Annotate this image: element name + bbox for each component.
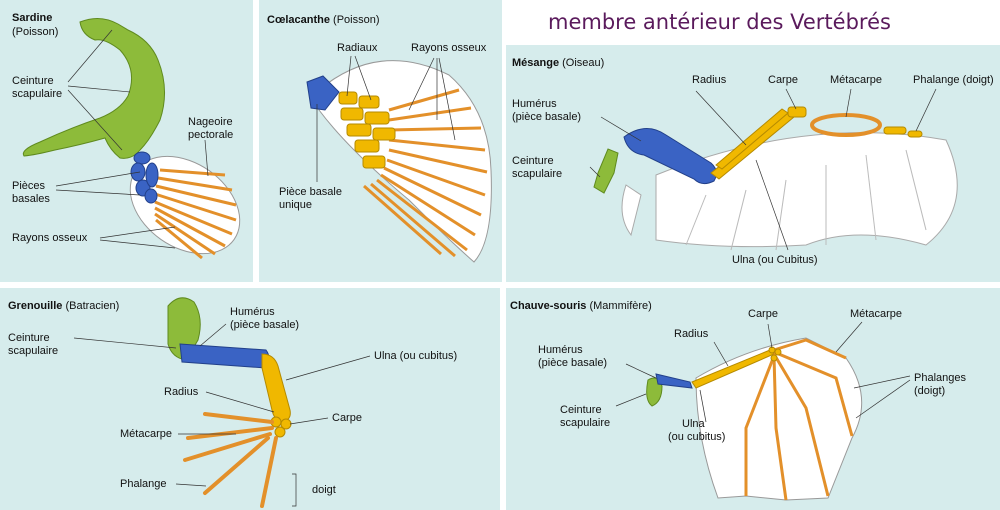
grenouille-carpe: [270, 416, 292, 438]
chauve-souris-carpe: Carpe: [748, 308, 778, 320]
chauve-souris-ulna-2: (ou cubitus): [668, 431, 726, 443]
coelacanthe-fin-membrane: [318, 60, 492, 263]
chauve-souris-humerus-2: (pièce basale): [538, 357, 608, 369]
grenouille-doigt: doigt: [312, 484, 336, 496]
sardine-rayons: Rayons osseux: [12, 232, 88, 244]
chauve-souris-humerus: [655, 373, 693, 389]
chauve-souris-ulna-1: Ulna: [682, 418, 705, 430]
chauve-souris-title: Chauve-souris (Mammifère): [510, 300, 652, 312]
mesange-girdle: [593, 148, 619, 194]
mesange-carpe: Carpe: [768, 74, 798, 86]
panel-chauve-souris: Chauve-souris (Mammifère) Carpe Métacarp…: [506, 288, 1000, 510]
mesange-humerus-1: Humérus: [512, 98, 557, 110]
mesange-ceinture-1: Ceinture: [512, 155, 554, 167]
coelacanthe-radials: [338, 91, 396, 169]
mesange-humerus-2: (pièce basale): [512, 111, 582, 123]
sardine-ceinture-1: Ceinture: [12, 75, 54, 87]
mesange-phalange: Phalange (doigt): [913, 74, 994, 86]
sardine-rays: [154, 168, 237, 260]
mesange-title: Mésange (Oiseau): [512, 57, 605, 69]
coelacanthe-radiaux: Radiaux: [337, 42, 378, 54]
sardine-pieces-2: basales: [12, 193, 50, 205]
panel-grenouille: Grenouille (Batracien) Humérus (pièce ba…: [0, 288, 500, 510]
sardine-nageoire-2: pectorale: [188, 129, 234, 141]
chauve-souris-phalanges-1: Phalanges: [914, 372, 966, 384]
grenouille-title: Grenouille (Batracien): [8, 300, 120, 312]
chauve-souris-radius: Radius: [674, 328, 709, 340]
sardine-diagram: [22, 18, 241, 260]
chauve-souris-ceinture-1: Ceinture: [560, 404, 602, 416]
grenouille-metacarpe: Métacarpe: [120, 428, 172, 440]
sardine-title: Sardine: [12, 12, 53, 24]
grenouille-ceinture-2: scapulaire: [8, 345, 59, 357]
mesange-humerus: [623, 128, 717, 185]
chauve-souris-fingers: [744, 338, 854, 501]
grenouille-diagram: [73, 297, 371, 508]
panel-mesange: Mésange (Oiseau) Radius Carpe Métacarpe …: [506, 45, 1000, 282]
panel-sardine: Sardine (Poisson) Ceinture scapulaire Na…: [0, 0, 253, 282]
grenouille-carpe: Carpe: [332, 412, 362, 424]
coelacanthe-basal-piece: [306, 75, 340, 111]
coelacanthe-piece-1: Pièce basale: [279, 186, 342, 198]
mesange-metacarpe: Métacarpe: [830, 74, 882, 86]
grenouille-radius: Radius: [164, 386, 199, 398]
mesange-diagram: [589, 88, 958, 251]
coelacanthe-title: Cœlacanthe (Poisson): [267, 14, 380, 26]
coelacanthe-rays: [363, 88, 488, 258]
grenouille-digits: [183, 412, 278, 508]
coelacanthe-diagram: [306, 55, 492, 263]
mesange-ceinture-2: scapulaire: [512, 168, 563, 180]
grenouille-humerus: [179, 343, 270, 369]
sardine-ceinture-2: scapulaire: [12, 88, 63, 100]
main-title: membre antérieur des Vertébrés: [548, 10, 891, 34]
grenouille-humerus-2: (pièce basale): [230, 319, 300, 331]
sardine-basal-pieces: [130, 151, 159, 204]
mesange-ulna: Ulna (ou Cubitus): [732, 254, 818, 266]
chauve-souris-phalanges-2: (doigt): [914, 385, 946, 397]
sardine-nageoire-1: Nageoire: [188, 116, 233, 128]
panel-coelacanthe: Cœlacanthe (Poisson) Radiaux Rayons osse…: [259, 0, 502, 282]
chauve-souris-metacarpe: Métacarpe: [850, 308, 902, 320]
chauve-souris-humerus-1: Humérus: [538, 344, 583, 356]
grenouille-phalange: Phalange: [120, 478, 167, 490]
mesange-radius: Radius: [692, 74, 727, 86]
coelacanthe-piece-2: unique: [279, 199, 313, 211]
mesange-hand: [787, 106, 923, 138]
grenouille-ulna: [261, 353, 291, 423]
grenouille-ceinture-1: Ceinture: [8, 332, 50, 344]
sardine-pieces-1: Pièces: [12, 180, 46, 192]
chauve-souris-diagram: [615, 321, 911, 501]
grenouille-humerus-1: Humérus: [230, 306, 275, 318]
sardine-class: (Poisson): [12, 26, 59, 38]
sardine-girdle: [22, 18, 165, 159]
coelacanthe-rayons: Rayons osseux: [411, 42, 487, 54]
chauve-souris-ceinture-2: scapulaire: [560, 417, 611, 429]
grenouille-ulna: Ulna (ou cubitus): [374, 350, 458, 362]
